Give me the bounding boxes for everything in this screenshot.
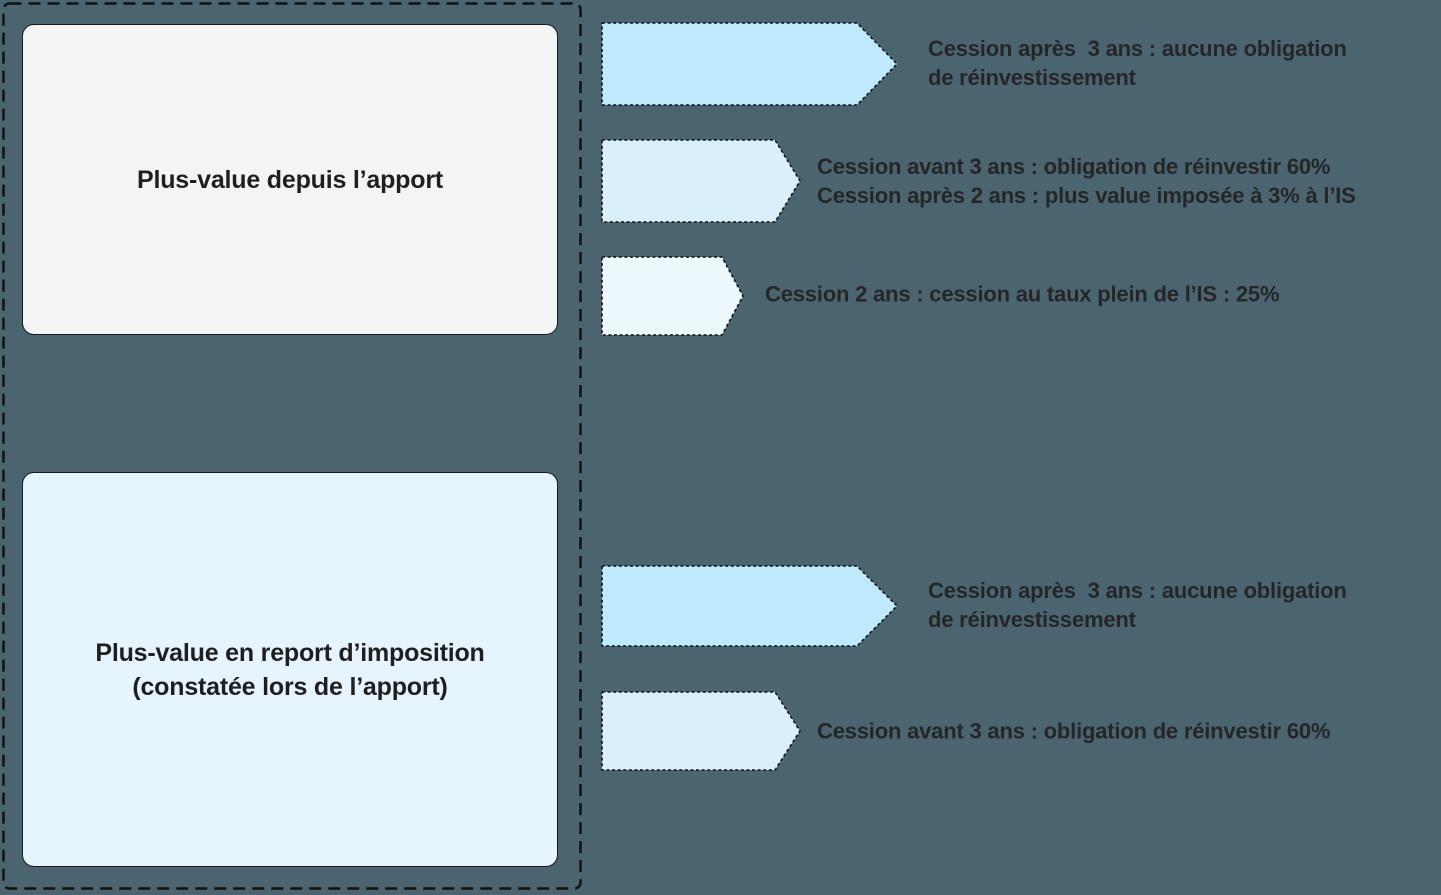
arrow-top-cession-avant-3-ans [601,139,801,223]
box-plus-value-report-imposition-label: Plus-value en report d’imposition (const… [95,638,485,701]
group-outline-rect [2,2,582,890]
arrow-shape [601,691,801,771]
arrow-shape [601,256,744,336]
box-plus-value-depuis-apport: Plus-value depuis l’apport [22,24,558,335]
box-plus-value-report-imposition: Plus-value en report d’imposition (const… [22,472,558,867]
arrow-top-cession-2-ans [601,256,744,336]
arrow-bottom-cession-avant-3-ans [601,691,801,771]
arrow-shape [601,139,801,223]
arrow-shape [601,22,898,106]
arrow-shape [601,565,898,647]
group-outline [2,2,582,890]
arrow-top-cession-apres-3-ans [601,22,898,106]
label-top-cession-avant-3-ans: Cession avant 3 ans : obligation de réin… [817,154,1356,208]
label-top-cession-apres-3-ans: Cession après 3 ans : aucune obligation … [928,36,1347,90]
arrow-bottom-cession-apres-3-ans [601,565,898,647]
box-plus-value-depuis-apport-label: Plus-value depuis l’apport [137,165,443,194]
label-top-cession-2-ans: Cession 2 ans : cession au taux plein de… [765,281,1280,307]
label-bottom-cession-apres-3-ans: Cession après 3 ans : aucune obligation … [928,578,1347,632]
label-bottom-cession-avant-3-ans: Cession avant 3 ans : obligation de réin… [817,718,1331,744]
